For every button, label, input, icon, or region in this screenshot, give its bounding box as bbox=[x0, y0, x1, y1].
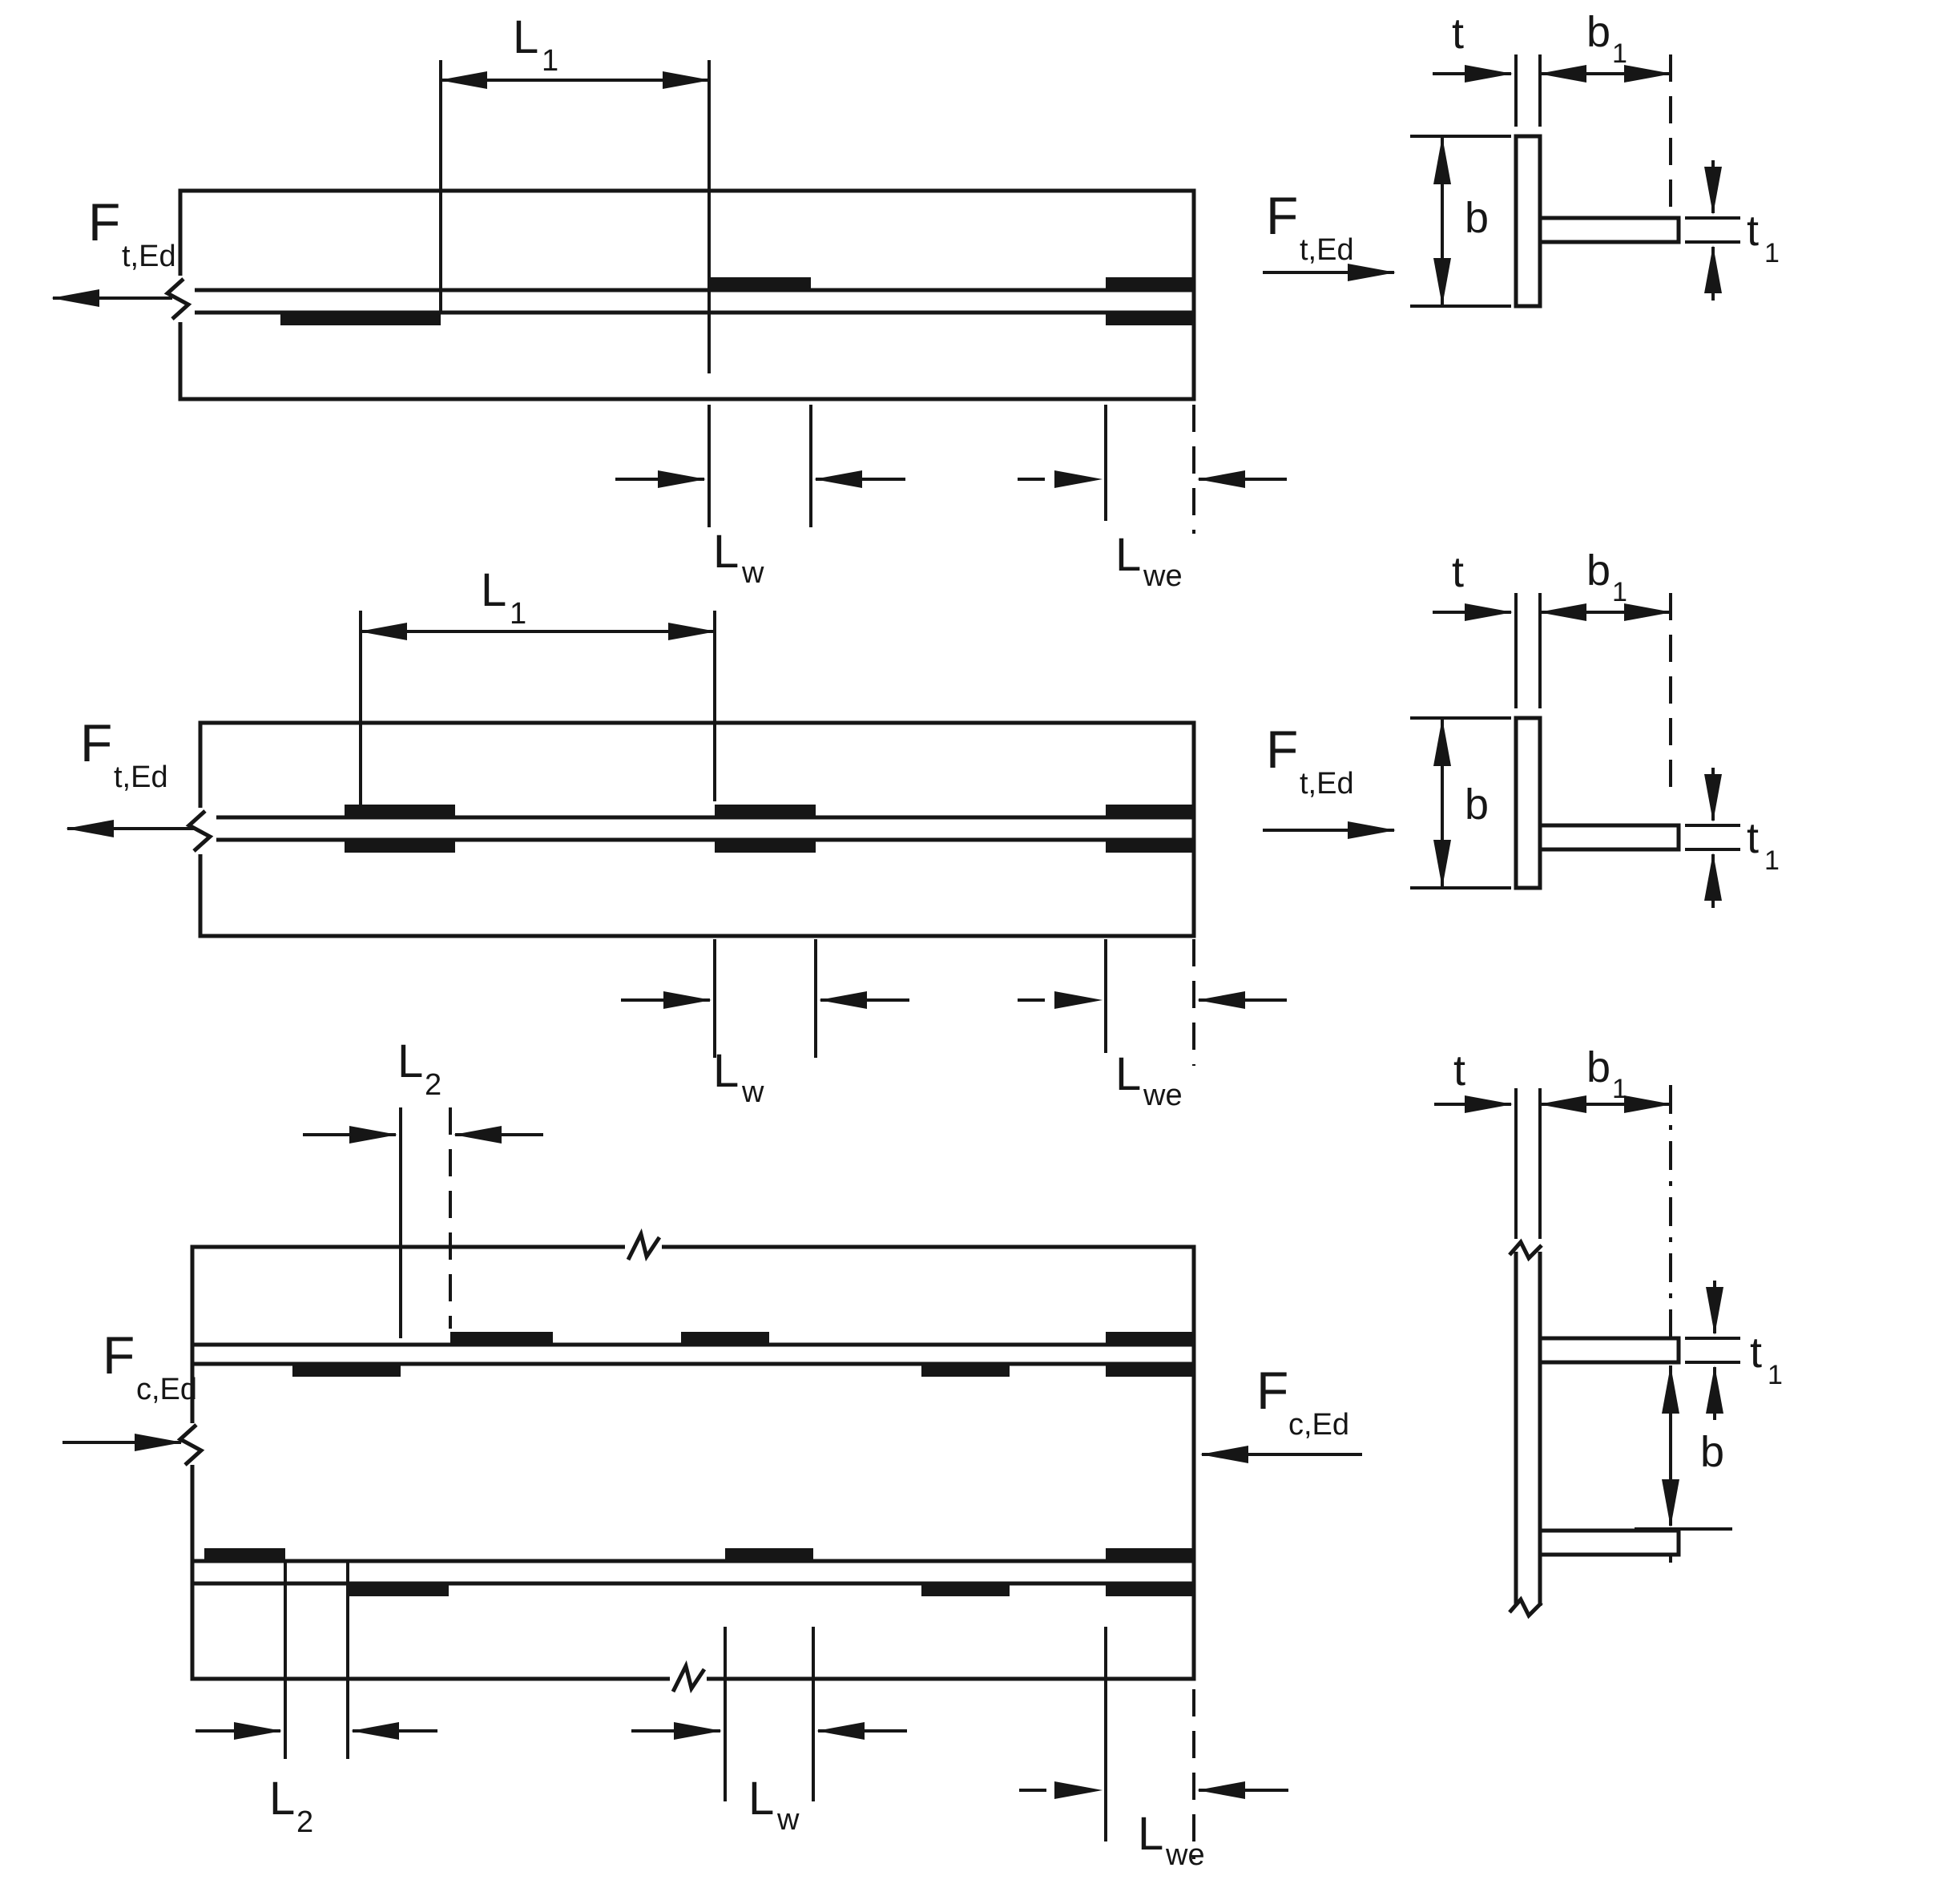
dim-L1-subscript: 1 bbox=[510, 597, 526, 631]
dim-b-label: b bbox=[1465, 781, 1489, 829]
break-symbol-top-edge bbox=[626, 1228, 662, 1262]
force-left-label: F bbox=[103, 1325, 135, 1385]
weld-segment-end bbox=[1106, 805, 1194, 817]
dim-b1-subscript: 1 bbox=[1612, 577, 1627, 607]
section-vertical-plate bbox=[1514, 716, 1542, 890]
weld-segment-end bbox=[1106, 1548, 1194, 1561]
section-horizontal-plate-upper bbox=[1538, 1336, 1681, 1365]
weld-segment bbox=[204, 1548, 285, 1561]
row-3-cross-section: t b 1 t 1 b bbox=[1434, 1043, 1783, 1620]
weld-segment-end bbox=[1106, 277, 1194, 290]
force-left-subscript: t,Ed bbox=[114, 760, 168, 794]
dim-b1-subscript: 1 bbox=[1612, 38, 1627, 69]
dim-t-label: t bbox=[1452, 548, 1464, 596]
dim-L2-top-label: L bbox=[397, 1035, 423, 1087]
weld-segment bbox=[348, 1583, 449, 1596]
dim-t1-subscript: 1 bbox=[1768, 1360, 1783, 1390]
force-right-label: F bbox=[1266, 720, 1298, 779]
weld-segment bbox=[921, 1364, 1010, 1377]
dim-t1-label: t bbox=[1750, 1329, 1762, 1377]
weld-segment bbox=[292, 1364, 401, 1377]
dim-L2-top-subscript: 2 bbox=[425, 1068, 441, 1102]
force-right-subscript: c,Ed bbox=[1288, 1408, 1349, 1442]
weld-segment-end bbox=[1106, 1332, 1194, 1345]
dim-b1-subscript: 1 bbox=[1612, 1074, 1627, 1104]
row-2-elevation: F t,Ed L 1 L w L we F t,Ed bbox=[66, 564, 1396, 1112]
force-right-subscript: t,Ed bbox=[1300, 767, 1354, 801]
weld-segment bbox=[715, 805, 816, 817]
weld-segment bbox=[681, 1332, 769, 1345]
weld-segment-end bbox=[1106, 1583, 1194, 1596]
row-1-cross-section: t b 1 b t 1 bbox=[1410, 8, 1780, 309]
dim-b1-label: b bbox=[1586, 8, 1610, 56]
dim-L2-bottom-label: L bbox=[269, 1773, 295, 1825]
break-symbol-left-edge bbox=[176, 1423, 205, 1466]
force-left-subscript: t,Ed bbox=[122, 240, 176, 273]
row-1-elevation: F t,Ed L 1 L w L we F t,Ed bbox=[51, 11, 1396, 593]
dim-b1-label: b bbox=[1586, 1043, 1610, 1091]
dim-t1-subscript: 1 bbox=[1764, 845, 1780, 876]
force-right-label: F bbox=[1256, 1361, 1288, 1420]
weld-segment bbox=[450, 1332, 553, 1345]
dim-b-label: b bbox=[1465, 194, 1489, 242]
dim-Lw-subscript: w bbox=[776, 1803, 800, 1837]
dim-L1-label: L bbox=[481, 564, 506, 616]
row-2-cross-section: t b 1 b t 1 bbox=[1410, 547, 1780, 908]
dim-Lwe-subscript: we bbox=[1143, 559, 1183, 593]
dim-b-label: b bbox=[1700, 1428, 1724, 1476]
weld-segment-end bbox=[1106, 1364, 1194, 1377]
dim-Lwe-subscript: we bbox=[1143, 1079, 1183, 1112]
dim-t1-subscript: 1 bbox=[1764, 238, 1780, 268]
weld-segment bbox=[715, 840, 816, 853]
dim-Lw-label: L bbox=[713, 1045, 739, 1097]
break-symbol-section-top bbox=[1508, 1238, 1543, 1262]
break-symbol bbox=[185, 809, 214, 853]
dim-t1-label: t bbox=[1747, 207, 1759, 255]
dim-L1-label: L bbox=[513, 11, 538, 63]
dim-Lwe-subscript: we bbox=[1165, 1838, 1205, 1872]
dim-Lw-label: L bbox=[713, 526, 739, 578]
section-horizontal-plate bbox=[1538, 216, 1681, 244]
dim-t-label: t bbox=[1453, 1047, 1465, 1095]
force-right-label: F bbox=[1266, 186, 1298, 245]
weld-segment bbox=[345, 805, 455, 817]
force-left-subscript: c,Ed bbox=[136, 1373, 197, 1406]
dim-Lwe-label: L bbox=[1115, 529, 1141, 581]
weld-segment bbox=[709, 277, 811, 290]
break-symbol-bottom-edge bbox=[671, 1660, 707, 1694]
break-symbol-section-bottom bbox=[1508, 1595, 1543, 1620]
main-plate bbox=[178, 188, 1196, 401]
weld-segment bbox=[280, 313, 441, 325]
main-plate bbox=[190, 1244, 1196, 1681]
dim-L2-bottom-subscript: 2 bbox=[296, 1805, 313, 1839]
dim-L1-subscript: 1 bbox=[542, 44, 558, 78]
break-symbol bbox=[163, 277, 192, 321]
weld-segment-end bbox=[1106, 840, 1194, 853]
row-3-elevation: F c,Ed L 2 L 2 L w L we F c,Ed bbox=[62, 1035, 1362, 1872]
dim-Lw-subscript: w bbox=[741, 556, 764, 590]
weld-segment bbox=[345, 840, 455, 853]
dim-t1-label: t bbox=[1747, 814, 1759, 862]
dim-Lwe-label: L bbox=[1115, 1048, 1141, 1100]
weld-segment-end bbox=[1106, 313, 1194, 325]
section-vertical-plate bbox=[1514, 134, 1542, 309]
weld-segment bbox=[921, 1583, 1010, 1596]
force-left-label: F bbox=[80, 713, 112, 772]
main-plate bbox=[198, 720, 1196, 938]
dim-t-label: t bbox=[1452, 10, 1464, 58]
force-right-subscript: t,Ed bbox=[1300, 233, 1354, 267]
dim-Lwe-label: L bbox=[1138, 1808, 1163, 1860]
dim-Lw-label: L bbox=[748, 1773, 774, 1825]
dim-b1-label: b bbox=[1586, 547, 1610, 595]
force-left-label: F bbox=[88, 192, 120, 252]
section-horizontal-plate bbox=[1538, 823, 1681, 852]
dim-Lw-subscript: w bbox=[741, 1075, 764, 1109]
weld-segment bbox=[725, 1548, 813, 1561]
section-horizontal-plate-lower bbox=[1538, 1528, 1681, 1557]
